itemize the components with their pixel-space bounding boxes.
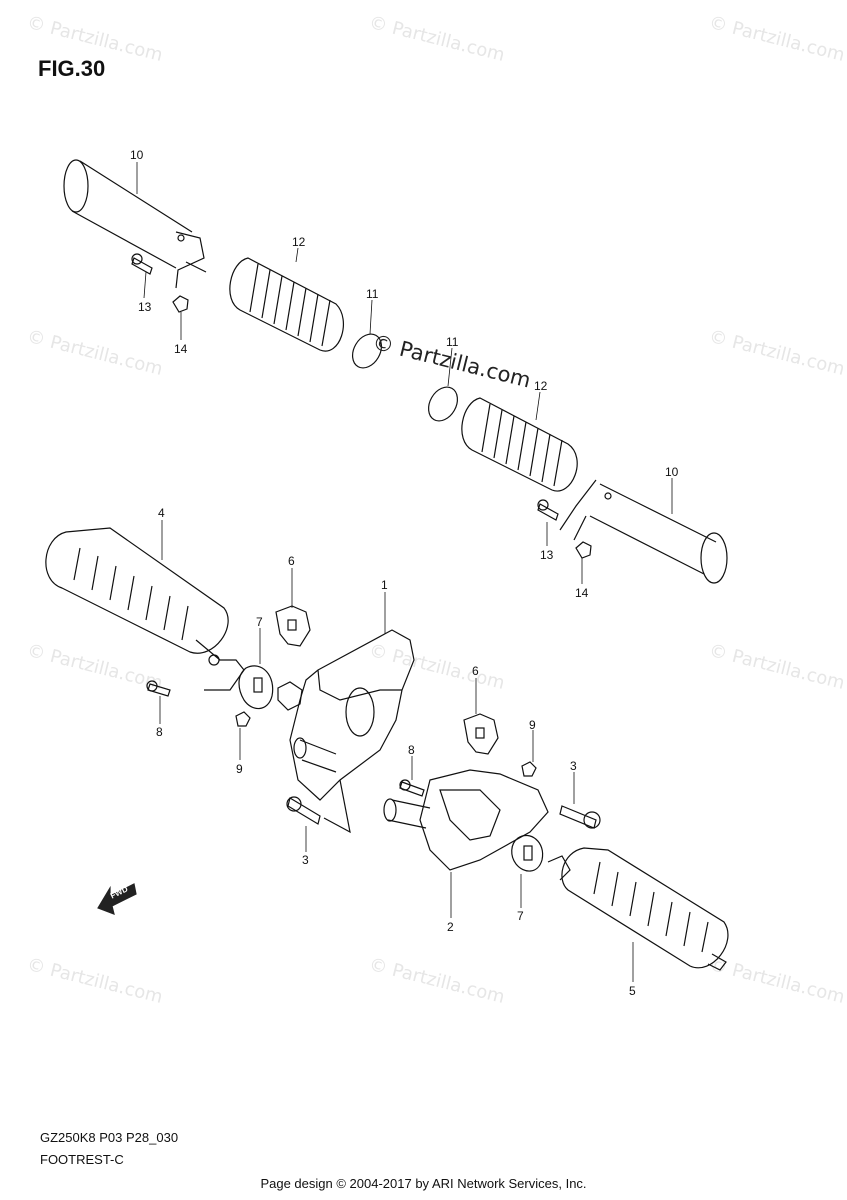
part-8-bolt-right[interactable]: [399, 779, 425, 797]
part-10-right[interactable]: [559, 479, 728, 584]
callout-7: 7: [256, 615, 263, 629]
part-4-footrest-left[interactable]: [45, 527, 245, 691]
callout-1: 1: [381, 578, 388, 592]
callout-13: 13: [540, 548, 554, 562]
section-name: FOOTREST-C: [40, 1152, 124, 1167]
part-3-bolt-left[interactable]: [286, 796, 321, 825]
part-6-clip-right[interactable]: [463, 713, 499, 755]
callout-12: 12: [534, 379, 548, 393]
callout-8: 8: [156, 725, 163, 739]
part-12-rubber-right[interactable]: [461, 397, 578, 492]
model-code: GZ250K8 P03 P28_030: [40, 1130, 179, 1145]
callout-6: 6: [288, 554, 295, 568]
callout-9: 9: [529, 718, 536, 732]
callout-4: 4: [158, 506, 165, 520]
callout-14: 14: [575, 586, 589, 600]
callout-7: 7: [517, 909, 524, 923]
callout-11: 11: [366, 287, 379, 301]
part-7-washer-left[interactable]: [238, 665, 274, 710]
part-2-bracket[interactable]: [383, 769, 549, 871]
fwd-arrow-icon: [97, 883, 137, 915]
part-3-bolt-right[interactable]: [559, 805, 601, 829]
callout-12: 12: [292, 235, 306, 249]
part-11-ring-left[interactable]: [347, 329, 388, 373]
part-10-left[interactable]: [63, 159, 207, 289]
part-11-ring-right[interactable]: [423, 382, 464, 426]
callout-13: 13: [138, 300, 152, 314]
callout-2: 2: [447, 920, 454, 934]
callout-14: 14: [174, 342, 188, 356]
figure-title: FIG.30: [38, 56, 106, 81]
callout-6: 6: [472, 664, 479, 678]
callout-3: 3: [302, 853, 309, 867]
callout-9: 9: [236, 762, 243, 776]
callout-10: 10: [665, 465, 679, 479]
part-5-footrest-right[interactable]: [547, 847, 729, 971]
part-6-clip-left[interactable]: [275, 605, 311, 647]
part-8-bolt-left[interactable]: [146, 680, 171, 697]
callout-11: 11: [446, 335, 459, 349]
part-14-nut-left[interactable]: [172, 295, 189, 313]
callout-8: 8: [408, 743, 415, 757]
callout-10: 10: [130, 148, 144, 162]
part-9-nut-left[interactable]: [235, 711, 251, 727]
callout-3: 3: [570, 759, 577, 773]
part-9-nut-right[interactable]: [521, 761, 537, 777]
footer-copyright: Page design © 2004-2017 by ARI Network S…: [260, 1176, 587, 1191]
part-13-bolt-right[interactable]: [537, 499, 559, 521]
part-13-bolt-left[interactable]: [131, 253, 153, 275]
callout-5: 5: [629, 984, 636, 998]
part-1-bracket[interactable]: [277, 629, 415, 834]
leader-lines: [136, 162, 673, 982]
part-12-rubber-left[interactable]: [229, 257, 344, 352]
part-7-washer-right[interactable]: [511, 834, 544, 872]
part-14-nut-right[interactable]: [575, 541, 592, 559]
